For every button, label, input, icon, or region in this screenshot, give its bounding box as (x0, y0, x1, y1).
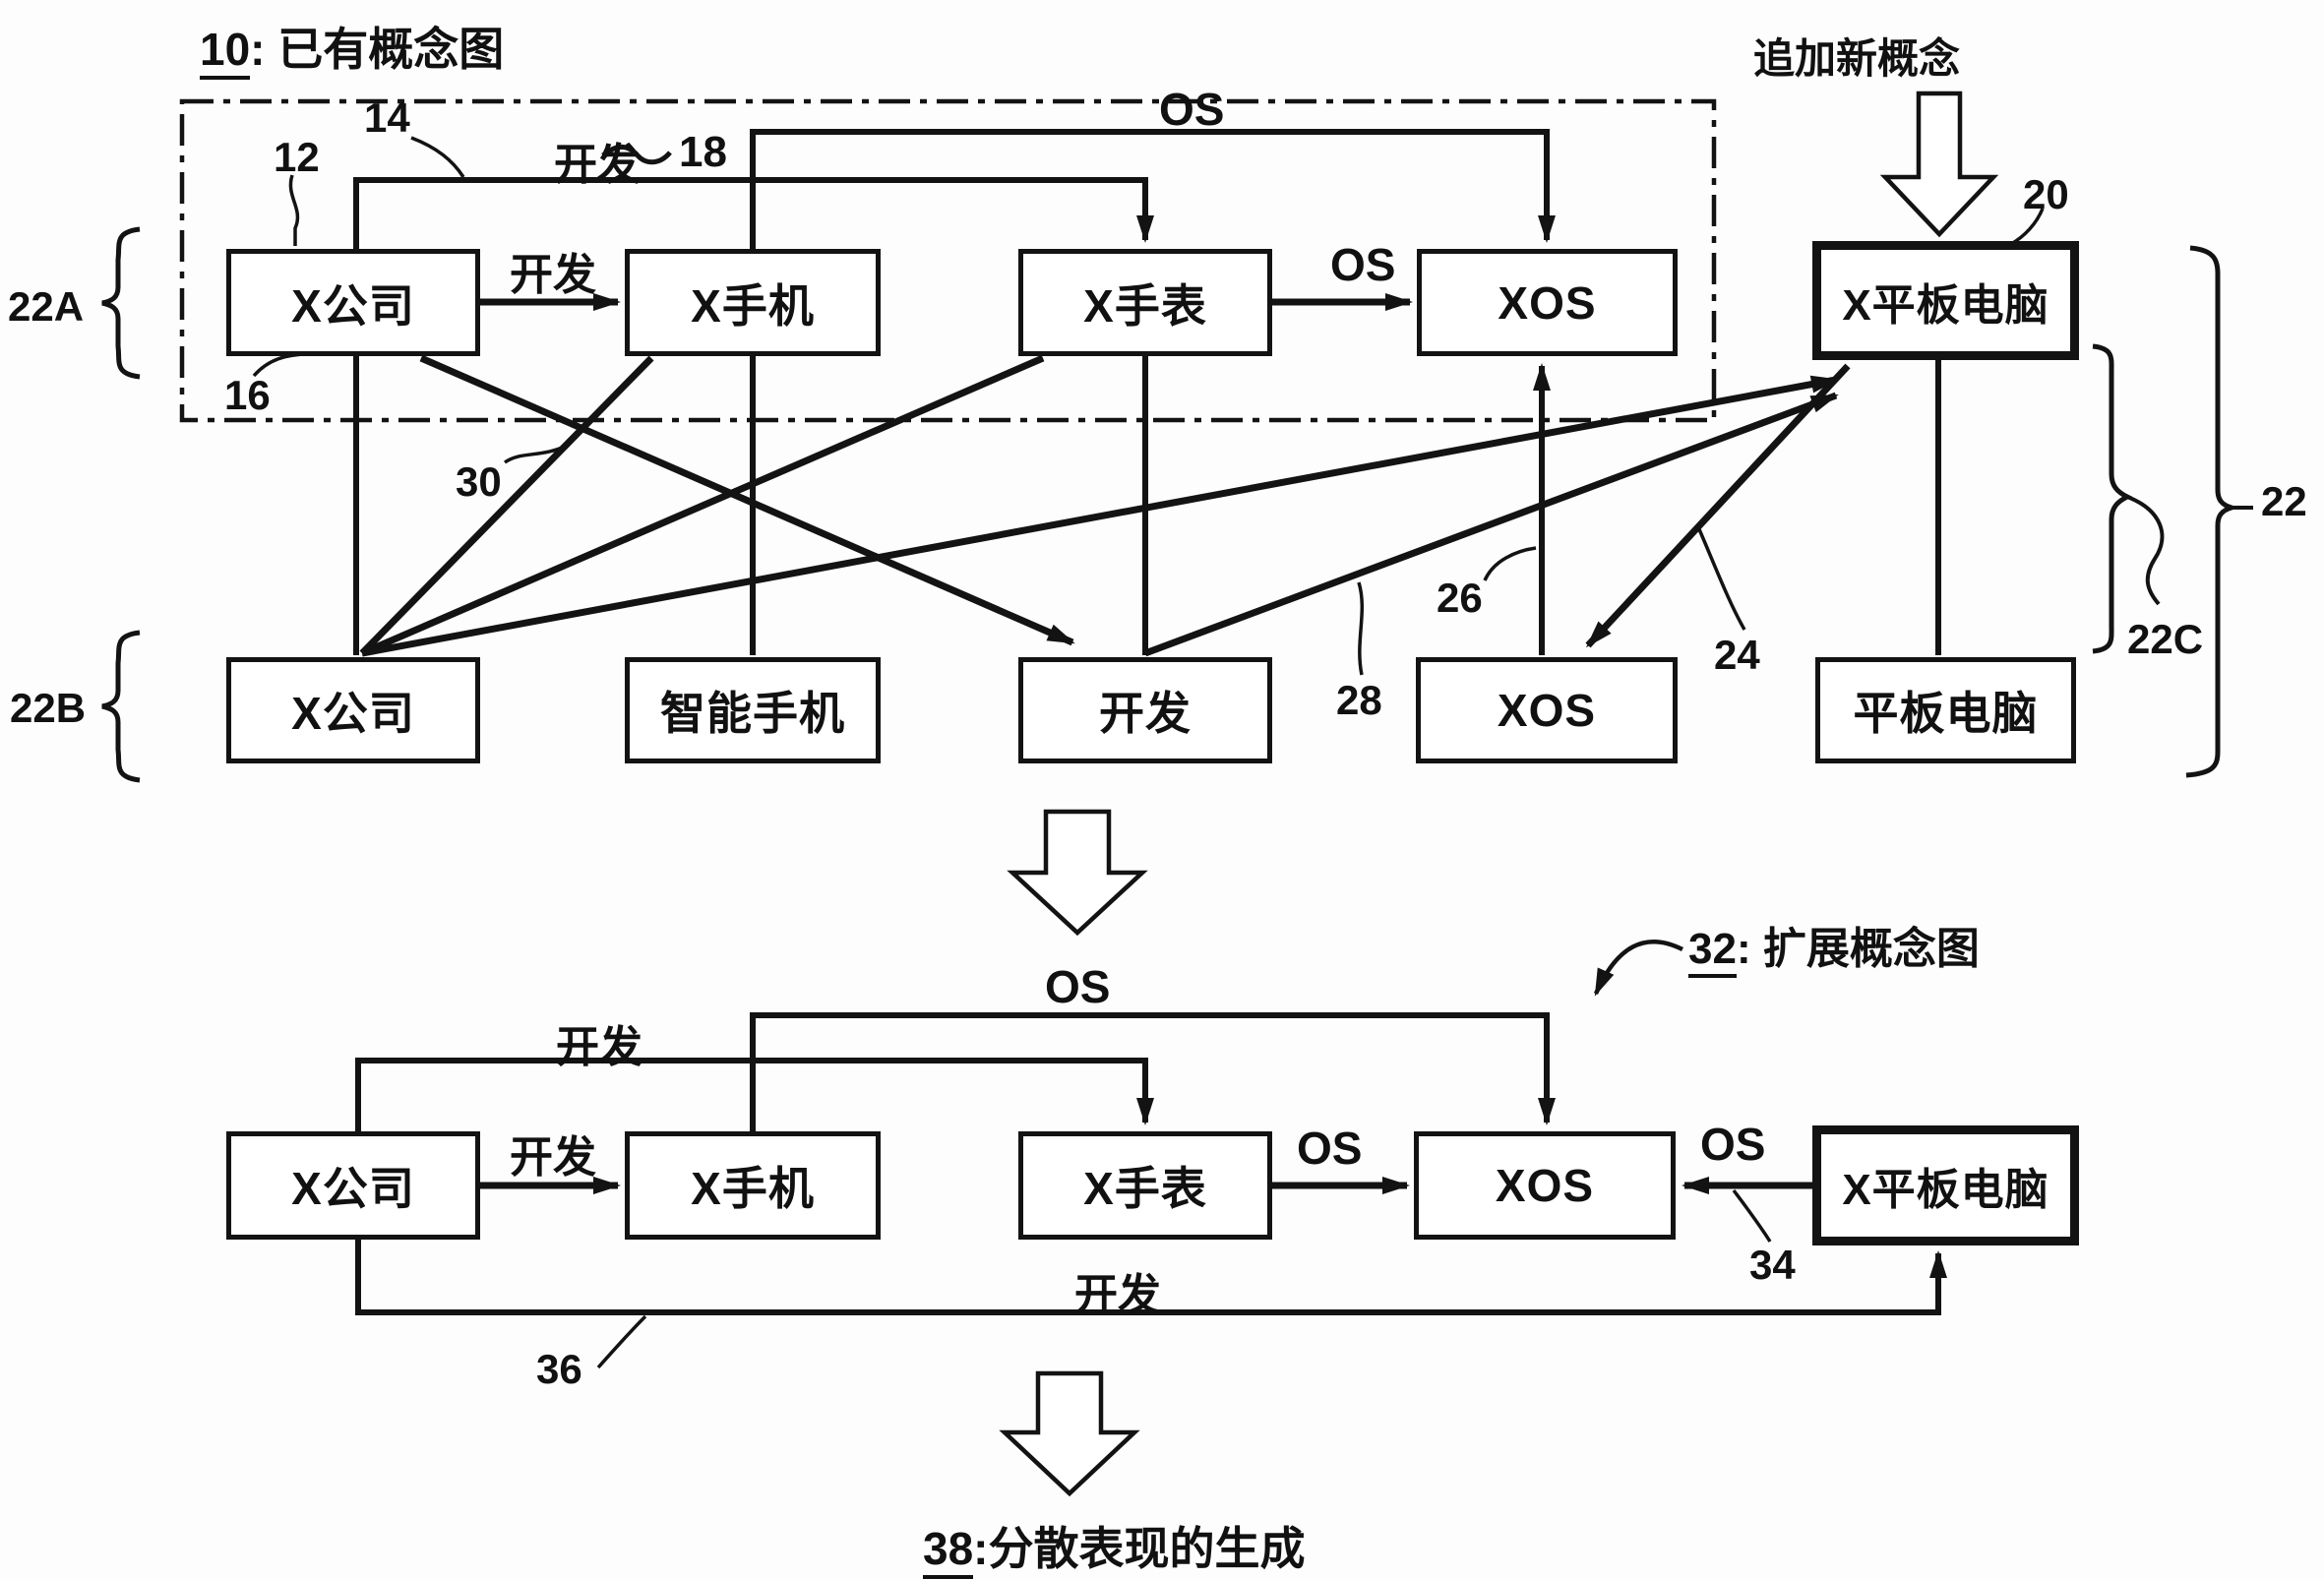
leader-14 (410, 136, 465, 178)
ref-22b: 22B (10, 685, 87, 731)
ref-34: 34 (1749, 1242, 1796, 1288)
output-step-title: 38:分散表现的生成 (923, 1513, 1306, 1579)
ref-24: 24 (1714, 632, 1760, 678)
block-arrow-generate-icon (999, 1370, 1140, 1497)
ref-22c: 22C (2127, 616, 2204, 662)
edge2-label-os-poly: OS (1045, 961, 1111, 1012)
edge2-os-xphone-xos (750, 1012, 1556, 1131)
leader-22c (2126, 495, 2165, 606)
ref-32: 32 (1688, 925, 1737, 978)
node-exp-xwatch: X手表 (1018, 1131, 1272, 1240)
leader-arrow-32 (1593, 940, 1684, 997)
leader-24 (1697, 528, 1746, 631)
node-top-xos: XOS (1417, 249, 1678, 356)
edge-label-develop-direct: 开发 (510, 251, 596, 299)
edge-xcompany-to-develop (419, 354, 1075, 646)
expanded-graph-title: 32: 扩展概念图 (1688, 913, 1980, 978)
node-bottom-xos: XOS (1416, 657, 1678, 763)
leader-36 (596, 1314, 647, 1369)
block-arrow-expand-icon (1007, 809, 1148, 937)
edge-label-develop-top-poly: 开发 (554, 141, 641, 189)
edge2-label-develop-poly: 开发 (556, 1023, 642, 1071)
ref-38: 38 (923, 1523, 974, 1579)
edge2-label-os-xtablet: OS (1700, 1119, 1766, 1170)
leader-34 (1732, 1188, 1772, 1243)
edge2-label-os-xwatch: OS (1297, 1123, 1363, 1174)
node-bottom-develop: 开发 (1018, 657, 1272, 763)
leader-28 (1357, 581, 1365, 676)
leader-26 (1483, 546, 1537, 581)
edge-label-os-direct: OS (1330, 239, 1396, 290)
ref-36: 36 (536, 1346, 582, 1392)
node-exp-xtablet: X平板电脑 (1812, 1125, 2079, 1245)
edge2-label-develop-direct: 开发 (510, 1133, 596, 1182)
ref-30: 30 (456, 458, 502, 505)
node-new-xtablet: X平板电脑 (1812, 241, 2079, 360)
bracket-22 (2185, 245, 2240, 778)
brace-22a (101, 226, 141, 380)
ref-16: 16 (224, 372, 271, 418)
existing-graph-title: 10: 已有概念图 (200, 14, 504, 80)
node-exp-xos: XOS (1414, 1131, 1676, 1240)
ref-26: 26 (1437, 575, 1483, 621)
edge-24-xtablet-to-xos (1585, 363, 1851, 648)
edge2-label-develop-bottom: 开发 (1074, 1271, 1161, 1319)
node-exp-xphone: X手机 (625, 1131, 881, 1240)
edge-30-xcompany-xphone (359, 355, 654, 656)
ref-20: 20 (2023, 171, 2069, 217)
ref-28: 28 (1336, 677, 1382, 723)
ref-10: 10 (200, 24, 251, 80)
leader-30 (503, 443, 570, 464)
ref-12: 12 (274, 134, 320, 180)
edge-28-develop-to-xtablet (1143, 392, 1839, 657)
node-bottom-tablet: 平板电脑 (1815, 657, 2076, 763)
edge-os-xphone-xos (750, 129, 1556, 249)
brace-22b (101, 630, 141, 783)
ref-22: 22 (2261, 478, 2307, 524)
block-arrow-add-concept-icon (1879, 91, 1999, 238)
existing-graph-dashdot-border (179, 98, 1717, 423)
edge2-develop-xcompany-xtablet (355, 1240, 1947, 1315)
edge-label-os-top-poly: OS (1159, 84, 1225, 135)
leader-12 (288, 174, 300, 246)
node-top-xwatch: X手表 (1018, 249, 1272, 356)
node-top-xphone: X手机 (625, 249, 881, 356)
edge-xcompany-xwatch (360, 354, 1045, 657)
ref-18: 18 (679, 128, 727, 176)
bracket-22c (2092, 343, 2133, 654)
ref-14: 14 (364, 94, 410, 141)
node-bottom-xcompany: X公司 (226, 657, 480, 763)
tilde-leader-18 (599, 145, 672, 165)
edge-xcompany-to-xtablet (361, 375, 1839, 657)
node-bottom-smartphone: 智能手机 (625, 657, 881, 763)
add-new-concept-note: 追加新概念 (1753, 35, 1961, 82)
node-top-xcompany: X公司 (226, 249, 480, 356)
node-exp-xcompany: X公司 (226, 1131, 480, 1240)
ref-22a: 22A (8, 283, 85, 330)
